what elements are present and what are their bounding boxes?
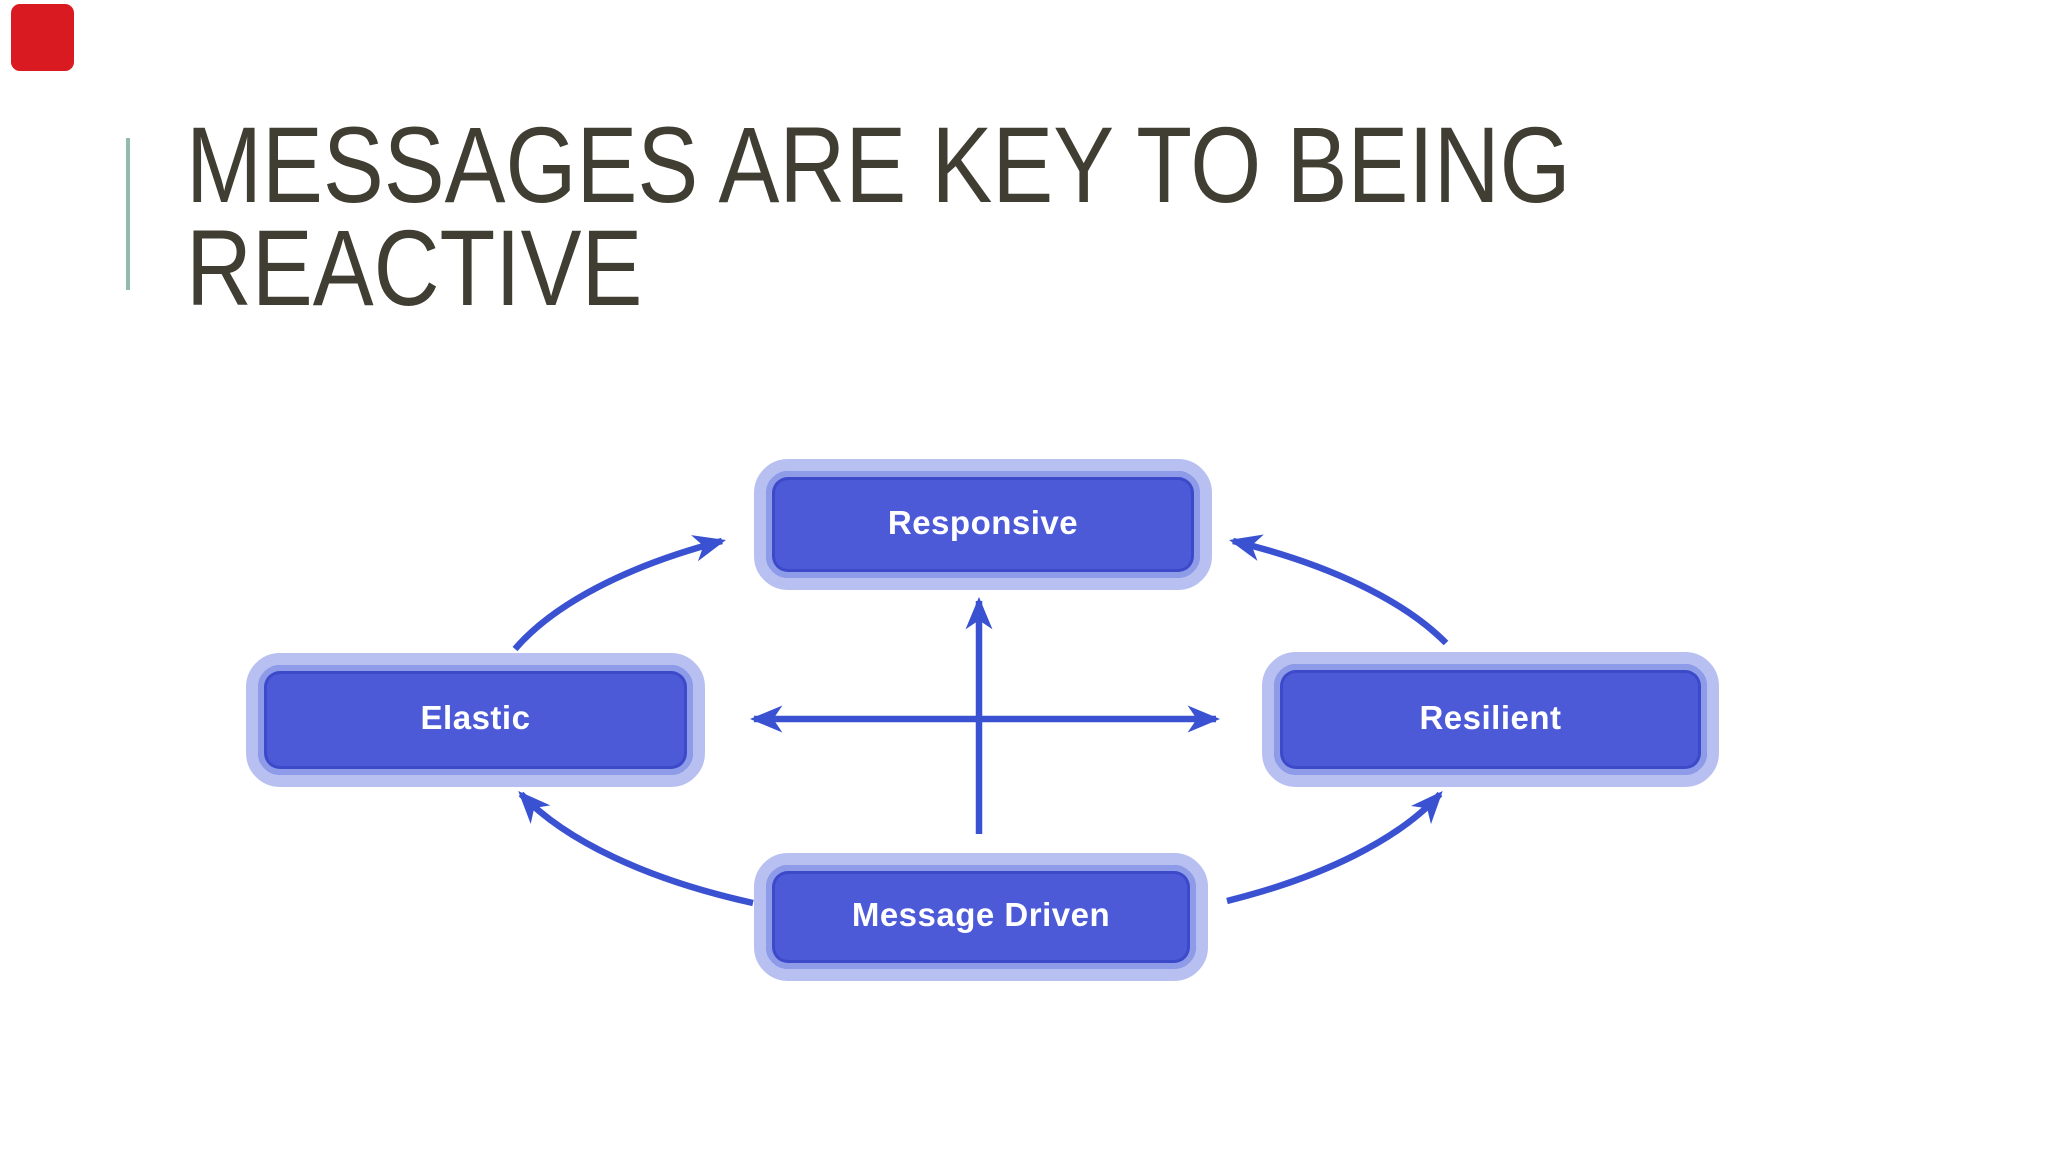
node-elastic: Elastic: [246, 653, 705, 787]
node-resilient: Resilient: [1262, 652, 1719, 787]
slide-title-line-2: REACTIVE: [186, 207, 643, 328]
slide-title: MESSAGES ARE KEY TO BEING REACTIVE: [186, 104, 1886, 328]
red-accent-square: [11, 4, 74, 71]
edge-elastic-to-responsive: [512, 535, 726, 652]
node-elastic-label: Elastic: [420, 699, 531, 736]
node-responsive: Responsive: [754, 459, 1212, 590]
edge-message-driven-to-elastic: [518, 791, 754, 907]
edge-resilient-to-responsive: [1229, 534, 1449, 646]
edge-message-driven-to-resilient: [1226, 790, 1443, 905]
node-message-driven-label: Message Driven: [851, 896, 1111, 933]
node-resilient-label: Resilient: [1419, 698, 1562, 736]
slide-title-line-1: MESSAGES ARE KEY TO BEING: [186, 104, 1571, 225]
node-message-driven: Message Driven: [754, 853, 1208, 981]
title-accent-bar: [126, 138, 130, 290]
node-responsive-label: Responsive: [887, 503, 1079, 541]
